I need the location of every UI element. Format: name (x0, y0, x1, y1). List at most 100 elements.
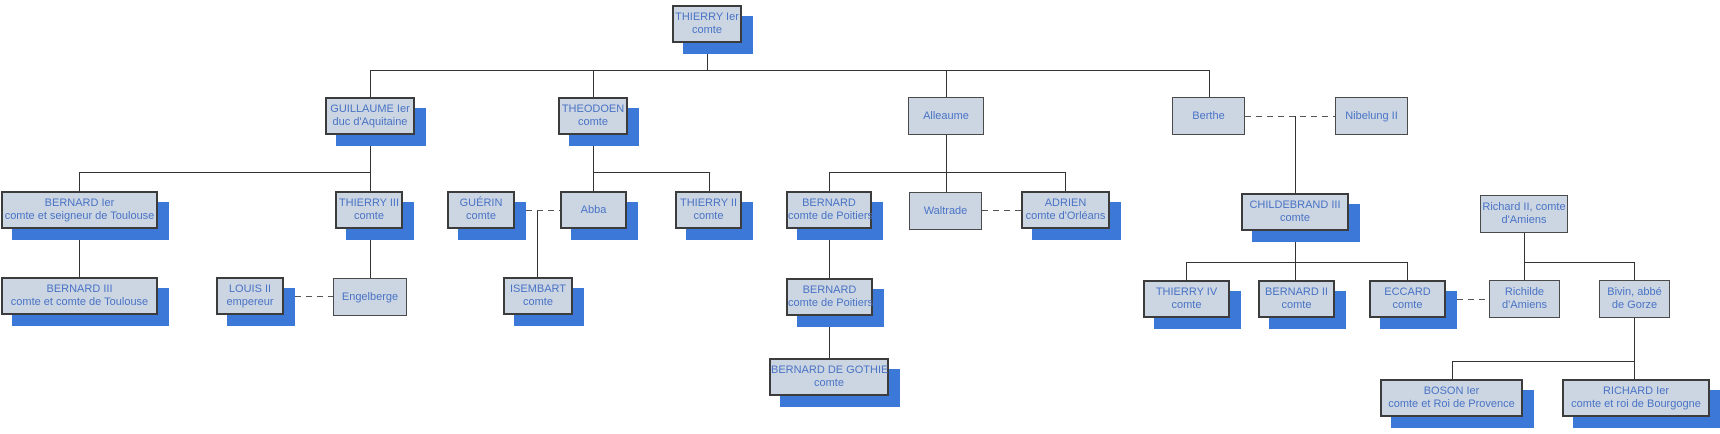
person-title: comte de Poitiers (788, 297, 873, 309)
person-title: duc d'Aquitaine (332, 116, 408, 128)
descent-connector-line (593, 135, 594, 192)
person-name: GUILLAUME Ier (330, 103, 410, 115)
person-name: Richilde (1504, 286, 1545, 298)
descent-connector-line (1209, 70, 1210, 98)
person-node-nibelung-2[interactable]: Nibelung II (1335, 97, 1408, 135)
descent-connector-line (1634, 361, 1635, 380)
descent-connector-line (1065, 172, 1066, 192)
person-title: comte et roi de Bourgogne (1571, 398, 1701, 410)
descent-connector-line (1524, 233, 1525, 281)
person-node-engelberge[interactable]: Engelberge (333, 278, 407, 316)
person-name: ECCARD (1384, 286, 1431, 298)
person-title: comte de Poitiers (788, 210, 873, 222)
person-name: Engelberge (341, 290, 399, 303)
descent-connector-line (829, 172, 830, 192)
descent-connector-line (370, 229, 371, 279)
descent-connector-line (829, 316, 830, 359)
person-name: BOSON Ier (1423, 385, 1480, 397)
descent-connector-line (1452, 361, 1635, 362)
person-name: BERNARD II (1265, 286, 1328, 298)
person-name: CHILDEBRAND III (1249, 199, 1341, 211)
person-name: Waltrade (923, 204, 968, 217)
person-title: comte et Roi de Provence (1388, 398, 1515, 410)
person-node-waltrade[interactable]: Waltrade (909, 192, 982, 230)
descent-connector-line (370, 70, 1210, 71)
spouse-dashed-line (1245, 116, 1336, 117)
person-name: BERNARD (802, 197, 856, 209)
person-name: RICHARD Ier (1602, 385, 1669, 397)
spouse-dashed-line (284, 296, 334, 297)
descent-connector-line (79, 229, 80, 278)
descent-connector-line (79, 172, 80, 192)
person-title: comte (523, 296, 553, 308)
person-title: d'Amiens (1501, 214, 1547, 226)
person-node-abba[interactable]: Abba (560, 191, 627, 229)
descent-connector-line (829, 172, 1066, 173)
person-name: BERNARD (802, 284, 857, 296)
person-name: Richard II, comte (1482, 201, 1566, 213)
person-name: THEODOEN (561, 103, 625, 115)
person-title: comte d'Orléans (1025, 210, 1106, 222)
descent-connector-line (370, 70, 371, 98)
person-title: comte (1281, 299, 1312, 311)
person-title: empereur (226, 296, 274, 308)
person-name: Berthe (1192, 109, 1225, 122)
person-title: d'Amiens (1502, 299, 1547, 311)
person-name: GUÉRIN (459, 197, 503, 209)
person-name: THIERRY Ier (675, 11, 739, 23)
person-node-alleaume[interactable]: Alleaume (908, 97, 984, 135)
spouse-dashed-line (515, 210, 561, 211)
descent-connector-line (707, 43, 708, 71)
person-name: BERNARD III (46, 283, 113, 295)
person-name: ADRIEN (1044, 197, 1087, 209)
descent-connector-line (537, 210, 538, 278)
person-node-berthe[interactable]: Berthe (1172, 97, 1245, 135)
descent-connector-line (829, 229, 830, 279)
person-title: comte et seigneur de Toulouse (4, 210, 155, 222)
descent-connector-line (593, 70, 594, 98)
descent-connector-line (946, 135, 947, 193)
descent-connector-line (1295, 116, 1296, 194)
person-title: comte (814, 377, 844, 389)
spouse-dashed-line (1446, 299, 1490, 300)
person-title: comte (578, 116, 608, 128)
descent-connector-line (1186, 262, 1187, 281)
person-name: THIERRY III (338, 197, 400, 209)
person-name: Bivin, abbé (1607, 286, 1662, 298)
descent-connector-line (709, 172, 710, 192)
person-name: Alleaume (923, 109, 969, 122)
person-title: comte (1280, 212, 1310, 224)
person-title: comte (1392, 299, 1423, 311)
person-title: comte et comte de Toulouse (10, 296, 149, 308)
person-title: comte (466, 210, 496, 222)
person-title: de Gorze (1611, 299, 1658, 311)
descent-connector-line (1634, 262, 1635, 281)
person-name: LOUIS II (228, 283, 272, 295)
person-title: comte (1171, 299, 1202, 311)
person-name: BERNARD Ier (44, 197, 115, 209)
